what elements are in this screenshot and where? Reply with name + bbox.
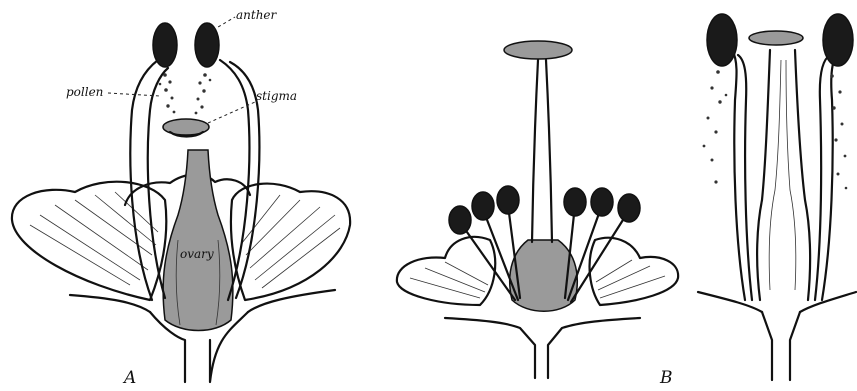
anther-right-b [823,14,853,66]
ovary-a [163,150,233,331]
anther-right-a [195,23,219,67]
flower-b-long-style [698,14,856,380]
anther-left-a [153,23,177,67]
flower-b-short-style: B [397,41,678,388]
stigma-b-long [749,31,803,45]
style-b [532,60,552,242]
panel-label-b: B [659,368,673,388]
anther-left-b [707,14,737,66]
receptacle-b [762,312,800,380]
pollen-grains-a [159,73,212,114]
petal-left-a [12,182,166,300]
stigma-b [504,41,572,59]
label-ovary: ovary [180,247,214,261]
anthers-b [449,186,640,234]
petal-right-b [590,238,679,305]
petal-right-a [231,184,350,300]
pistil-b [757,50,810,300]
label-stigma: stigma [256,89,297,103]
pollen-grains-b [703,70,848,189]
stamen-right-b [815,50,838,300]
label-pollen: pollen [66,85,103,99]
stamen-left-b [732,50,752,300]
label-anther: anther [236,8,278,22]
panel-label-a: A [122,368,136,388]
flower-a: anther pollen stigma ovary A [12,8,350,388]
petal-left-b [397,237,495,305]
